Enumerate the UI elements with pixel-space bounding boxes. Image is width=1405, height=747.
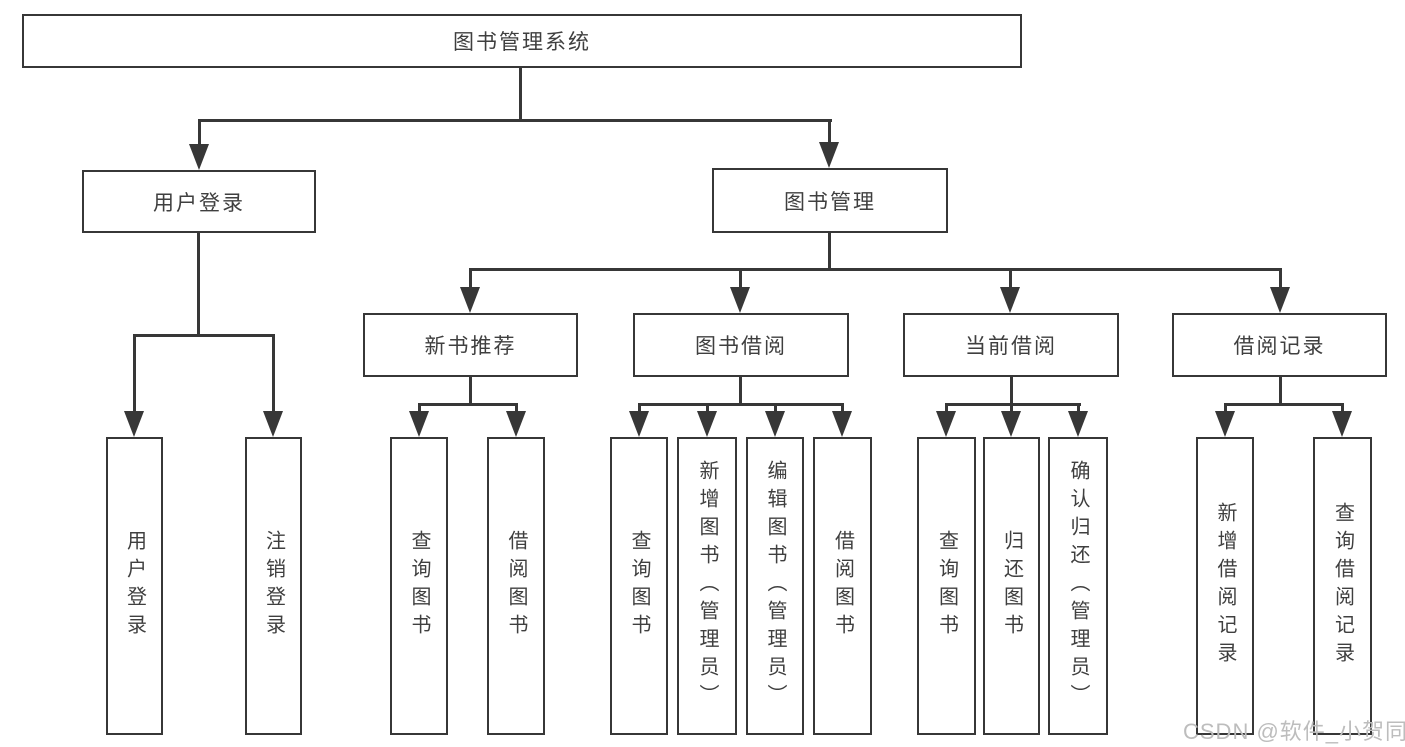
connector-line [945, 403, 1081, 406]
leaf-label: 借阅图书 [831, 530, 854, 642]
connector-line [469, 268, 1281, 271]
leaf-label: 借阅图书 [505, 530, 527, 642]
node-user-login: 用户登录 [82, 170, 316, 233]
connector-line [739, 268, 742, 288]
connector-line [418, 403, 421, 414]
connector-line [1077, 403, 1080, 414]
node-label: 图书管理 [784, 190, 876, 214]
connector-line [1010, 377, 1013, 405]
connector-line [828, 119, 831, 145]
node-label: 图书管理系统 [453, 31, 591, 54]
connector-arrowhead [460, 287, 480, 313]
leaf-label: 归还图书 [1000, 530, 1023, 642]
connector-line [198, 119, 832, 122]
node-label: 图书借阅 [695, 335, 787, 358]
connector-line [133, 334, 275, 337]
connector-line [133, 334, 136, 414]
node-book-borrowing: 图书借阅 [633, 313, 849, 377]
connector-arrowhead [1332, 411, 1352, 437]
node-borrow-records: 借阅记录 [1172, 313, 1387, 377]
connector-line [418, 403, 518, 406]
connector-line [469, 268, 472, 288]
leaf-query-books-borrowing: 查询图书 [610, 437, 668, 735]
leaf-label: 查询借阅记录 [1331, 502, 1354, 670]
leaf-confirm-return-admin: 确认归还（管理员） [1048, 437, 1108, 735]
connector-arrowhead [409, 411, 429, 437]
leaf-borrow-books: 借阅图书 [813, 437, 872, 735]
leaf-label: 查询图书 [408, 530, 430, 642]
node-book-management: 图书管理 [712, 168, 948, 233]
leaf-edit-books-admin: 编辑图书（管理员） [746, 437, 804, 735]
connector-arrowhead [730, 287, 750, 313]
connector-arrowhead [1270, 287, 1290, 313]
leaf-borrow-books-newrec: 借阅图书 [487, 437, 545, 735]
node-label: 用户登录 [153, 191, 245, 215]
connector-line [197, 233, 200, 337]
connector-arrowhead [1068, 411, 1088, 437]
connector-arrowhead [832, 411, 852, 437]
node-label: 当前借阅 [965, 335, 1057, 358]
connector-arrowhead [697, 411, 717, 437]
leaf-query-borrow-record: 查询借阅记录 [1313, 437, 1372, 735]
leaf-query-books-newrec: 查询图书 [390, 437, 448, 735]
node-system-root: 图书管理系统 [22, 14, 1022, 68]
leaf-label: 查询图书 [628, 530, 650, 642]
connector-line [841, 403, 844, 414]
connector-line [828, 233, 831, 271]
connector-line [638, 403, 641, 414]
connector-arrowhead [819, 142, 839, 168]
node-label: 新书推荐 [424, 335, 517, 358]
leaf-label: 新增借阅记录 [1214, 502, 1236, 670]
connector-arrowhead [629, 411, 649, 437]
connector-line [515, 403, 518, 414]
connector-arrowhead [189, 144, 209, 170]
leaf-label: 编辑图书（管理员） [764, 460, 786, 712]
connector-arrowhead [263, 411, 283, 437]
watermark-text: CSDN @软件_小贺同学 [1183, 719, 1405, 744]
leaf-add-books-admin: 新增图书（管理员） [677, 437, 737, 735]
connector-line [706, 403, 709, 414]
leaf-label: 用户登录 [123, 530, 146, 642]
leaf-return-books: 归还图书 [983, 437, 1040, 735]
connector-line [519, 68, 522, 122]
connector-arrowhead [936, 411, 956, 437]
connector-line [1279, 268, 1282, 288]
connector-line [638, 403, 844, 406]
leaf-logout: 注销登录 [245, 437, 302, 735]
connector-arrowhead [124, 411, 144, 437]
node-label: 借阅记录 [1233, 335, 1326, 358]
connector-line [198, 119, 201, 147]
leaf-label: 新增图书（管理员） [696, 460, 718, 712]
connector-line [945, 403, 948, 414]
connector-line [1224, 403, 1344, 406]
connector-line [1224, 403, 1227, 414]
leaf-label: 确认归还（管理员） [1067, 460, 1089, 712]
leaf-query-books-current: 查询图书 [917, 437, 976, 735]
leaf-add-borrow-record: 新增借阅记录 [1196, 437, 1254, 735]
connector-line [774, 403, 777, 414]
leaf-label: 查询图书 [935, 530, 958, 642]
connector-line [1009, 268, 1012, 288]
connector-arrowhead [1000, 287, 1020, 313]
connector-arrowhead [1001, 411, 1021, 437]
connector-line [272, 334, 275, 414]
node-new-book-recommend: 新书推荐 [363, 313, 578, 377]
connector-line [1279, 377, 1282, 406]
connector-line [469, 377, 472, 405]
node-current-borrowing: 当前借阅 [903, 313, 1119, 377]
connector-arrowhead [765, 411, 785, 437]
connector-arrowhead [506, 411, 526, 437]
leaf-user-login: 用户登录 [106, 437, 163, 735]
leaf-label: 注销登录 [262, 530, 285, 642]
connector-line [1341, 403, 1344, 414]
connector-arrowhead [1215, 411, 1235, 437]
connector-line [739, 377, 742, 405]
connector-line [1010, 403, 1013, 414]
